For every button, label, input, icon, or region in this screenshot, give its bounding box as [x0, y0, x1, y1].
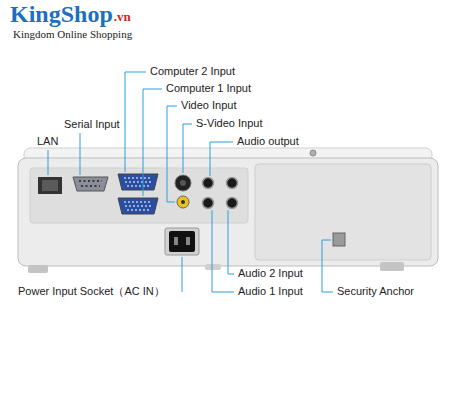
leader-line	[48, 150, 49, 175]
leader-lines	[48, 72, 333, 292]
security-slot	[333, 233, 345, 246]
rca-inner	[181, 200, 185, 204]
foot	[205, 264, 221, 270]
power-frame	[165, 228, 199, 255]
leader-line	[210, 142, 233, 176]
s-video-inner	[180, 180, 186, 186]
power-socket	[169, 231, 195, 252]
vga-pins	[124, 202, 152, 210]
leader-line	[212, 210, 234, 292]
recessed-panel	[255, 164, 431, 260]
leader-line	[183, 124, 192, 173]
leader-line	[167, 106, 177, 202]
leader-line	[143, 89, 162, 196]
logo-text: KingShop	[10, 0, 113, 29]
port-label: Serial Input	[64, 118, 120, 131]
port-label: Audio output	[237, 135, 299, 148]
port-label: Video Input	[181, 99, 236, 112]
audio-jack	[227, 178, 238, 189]
leader-line	[322, 240, 333, 292]
screw	[310, 150, 316, 156]
audio-jack	[203, 198, 214, 209]
lan-port	[38, 177, 62, 194]
port-panel	[30, 168, 248, 223]
port-label: S-Video Input	[196, 117, 262, 130]
port-label: Computer 2 Input	[150, 65, 235, 78]
audio-jack	[227, 198, 238, 209]
port-label: Audio 2 Input	[238, 267, 303, 280]
port-label: Computer 1 Input	[166, 82, 251, 95]
logo-tagline: Kingdom Online Shopping	[13, 28, 132, 41]
serial-port	[73, 177, 108, 191]
leader-line	[80, 133, 81, 175]
serial-pins	[79, 181, 102, 186]
power-pin	[174, 237, 178, 245]
port-label: LAN	[37, 135, 58, 148]
port-label: Power Input Socket（AC IN）	[18, 285, 165, 298]
leader-line	[228, 210, 234, 274]
s-video-port	[175, 175, 191, 191]
leader-line	[182, 257, 183, 292]
lan-port-inner	[42, 180, 58, 191]
foot	[28, 265, 48, 273]
vga-port	[118, 198, 158, 214]
vga-port	[118, 174, 158, 190]
logo-suffix: .vn	[114, 9, 131, 25]
foot	[380, 262, 404, 271]
power-pin	[186, 237, 190, 245]
port-label: Security Anchor	[337, 285, 414, 298]
port-label: Audio 1 Input	[238, 285, 303, 298]
audio-jack	[203, 178, 214, 189]
rca-port	[177, 196, 189, 208]
vga-pins	[124, 178, 152, 186]
